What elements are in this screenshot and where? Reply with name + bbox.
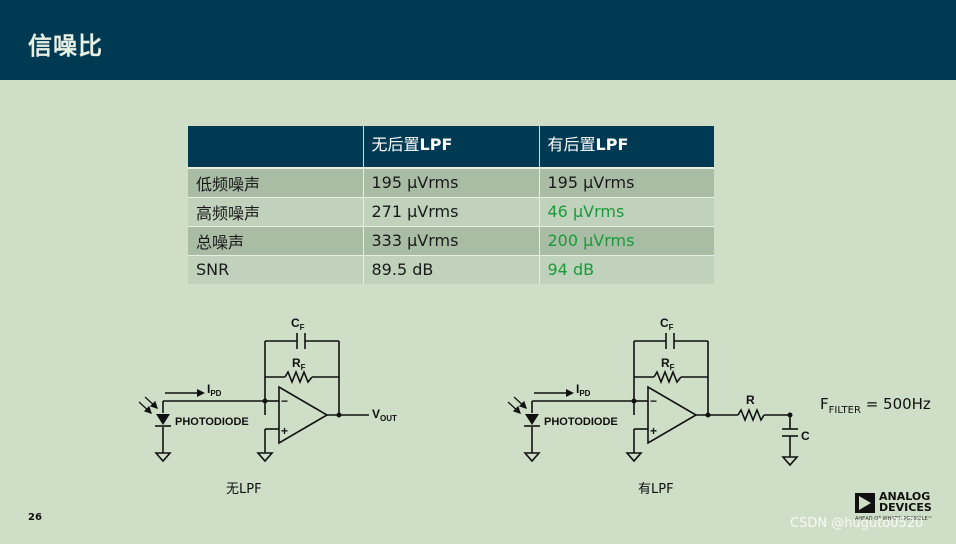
- filter-c-label: C: [801, 429, 810, 443]
- res-label: RF: [661, 356, 675, 372]
- table-cell: 195 μVrms: [539, 167, 714, 197]
- table-cell: SNR: [188, 254, 364, 284]
- table-cell-highlight: 94 dB: [539, 254, 714, 284]
- table-cell-highlight: 46 μVrms: [539, 196, 714, 226]
- page-number: 26: [28, 512, 42, 523]
- analog-devices-logo: ANALOG DEVICES AHEAD OF WHAT'S POSSIBLE™: [855, 491, 935, 522]
- logo-line2: DEVICES: [879, 501, 932, 514]
- noise-table: 无后置LPF 有后置LPF 低频噪声 195 μVrms 195 μVrms 高…: [188, 126, 714, 284]
- table-cell: 89.5 dB: [363, 254, 540, 284]
- table-header-row: 无后置LPF 有后置LPF: [188, 126, 714, 168]
- table-cell: 333 μVrms: [363, 225, 540, 255]
- filter-r-label: R: [746, 393, 755, 407]
- slide-header: 信噪比: [0, 0, 956, 80]
- header-text: 有后置: [547, 135, 596, 154]
- table-row: 总噪声 333 μVrms 200 μVrms: [188, 225, 714, 255]
- logo-triangle-icon: [855, 493, 875, 513]
- plus-sign: +: [650, 424, 657, 438]
- cap-label: CF: [660, 316, 674, 332]
- table-cell: 高频噪声: [188, 196, 364, 226]
- circuit-with-lpf: CF RF IPD PHOTODIODE R C − +: [507, 316, 810, 467]
- header-text-bold: LPF: [419, 135, 453, 154]
- ffilter-sub: FILTER: [828, 405, 861, 416]
- table-header-cell: [188, 126, 364, 168]
- table-cell: 271 μVrms: [363, 196, 540, 226]
- plus-sign: +: [281, 424, 288, 438]
- logo-text: ANALOG DEVICES: [879, 491, 932, 513]
- ffilter-value: = 500Hz: [860, 395, 931, 413]
- table-cell: 低频噪声: [188, 167, 364, 197]
- table-cell-highlight: 200 μVrms: [539, 225, 714, 255]
- header-text-bold: LPF: [595, 135, 629, 154]
- photodiode-label: PHOTODIODE: [175, 416, 249, 428]
- logo-line1: ANALOG: [879, 490, 931, 503]
- vout-label: VOUT: [372, 407, 397, 423]
- cap-label: CF: [291, 316, 305, 332]
- filter-frequency: FFILTER = 500Hz: [820, 395, 931, 416]
- minus-sign: −: [281, 394, 288, 408]
- current-label: IPD: [576, 382, 591, 398]
- slide-title: 信噪比: [28, 32, 103, 60]
- res-label: RF: [292, 356, 306, 372]
- caption-with-lpf: 有LPF: [638, 482, 674, 497]
- table-cell: 总噪声: [188, 225, 364, 255]
- table-header-cell: 有后置LPF: [539, 126, 714, 168]
- header-text: 无后置: [371, 135, 420, 154]
- caption-no-lpf: 无LPF: [226, 482, 262, 497]
- watermark: CSDN @huguto0520: [790, 516, 924, 531]
- table-row: SNR 89.5 dB 94 dB: [188, 254, 714, 284]
- table-row: 低频噪声 195 μVrms 195 μVrms: [188, 167, 714, 197]
- current-label: IPD: [207, 382, 222, 398]
- table-header-cell: 无后置LPF: [363, 126, 540, 168]
- photodiode-label: PHOTODIODE: [544, 416, 618, 428]
- table-cell: 195 μVrms: [363, 167, 540, 197]
- ffilter-main: F: [820, 395, 829, 413]
- table-row: 高频噪声 271 μVrms 46 μVrms: [188, 196, 714, 226]
- logo-tagline: AHEAD OF WHAT'S POSSIBLE™: [855, 516, 933, 522]
- circuit-no-lpf: CF RF IPD PHOTODIODE VOUT − +: [138, 316, 397, 463]
- minus-sign: −: [650, 394, 657, 408]
